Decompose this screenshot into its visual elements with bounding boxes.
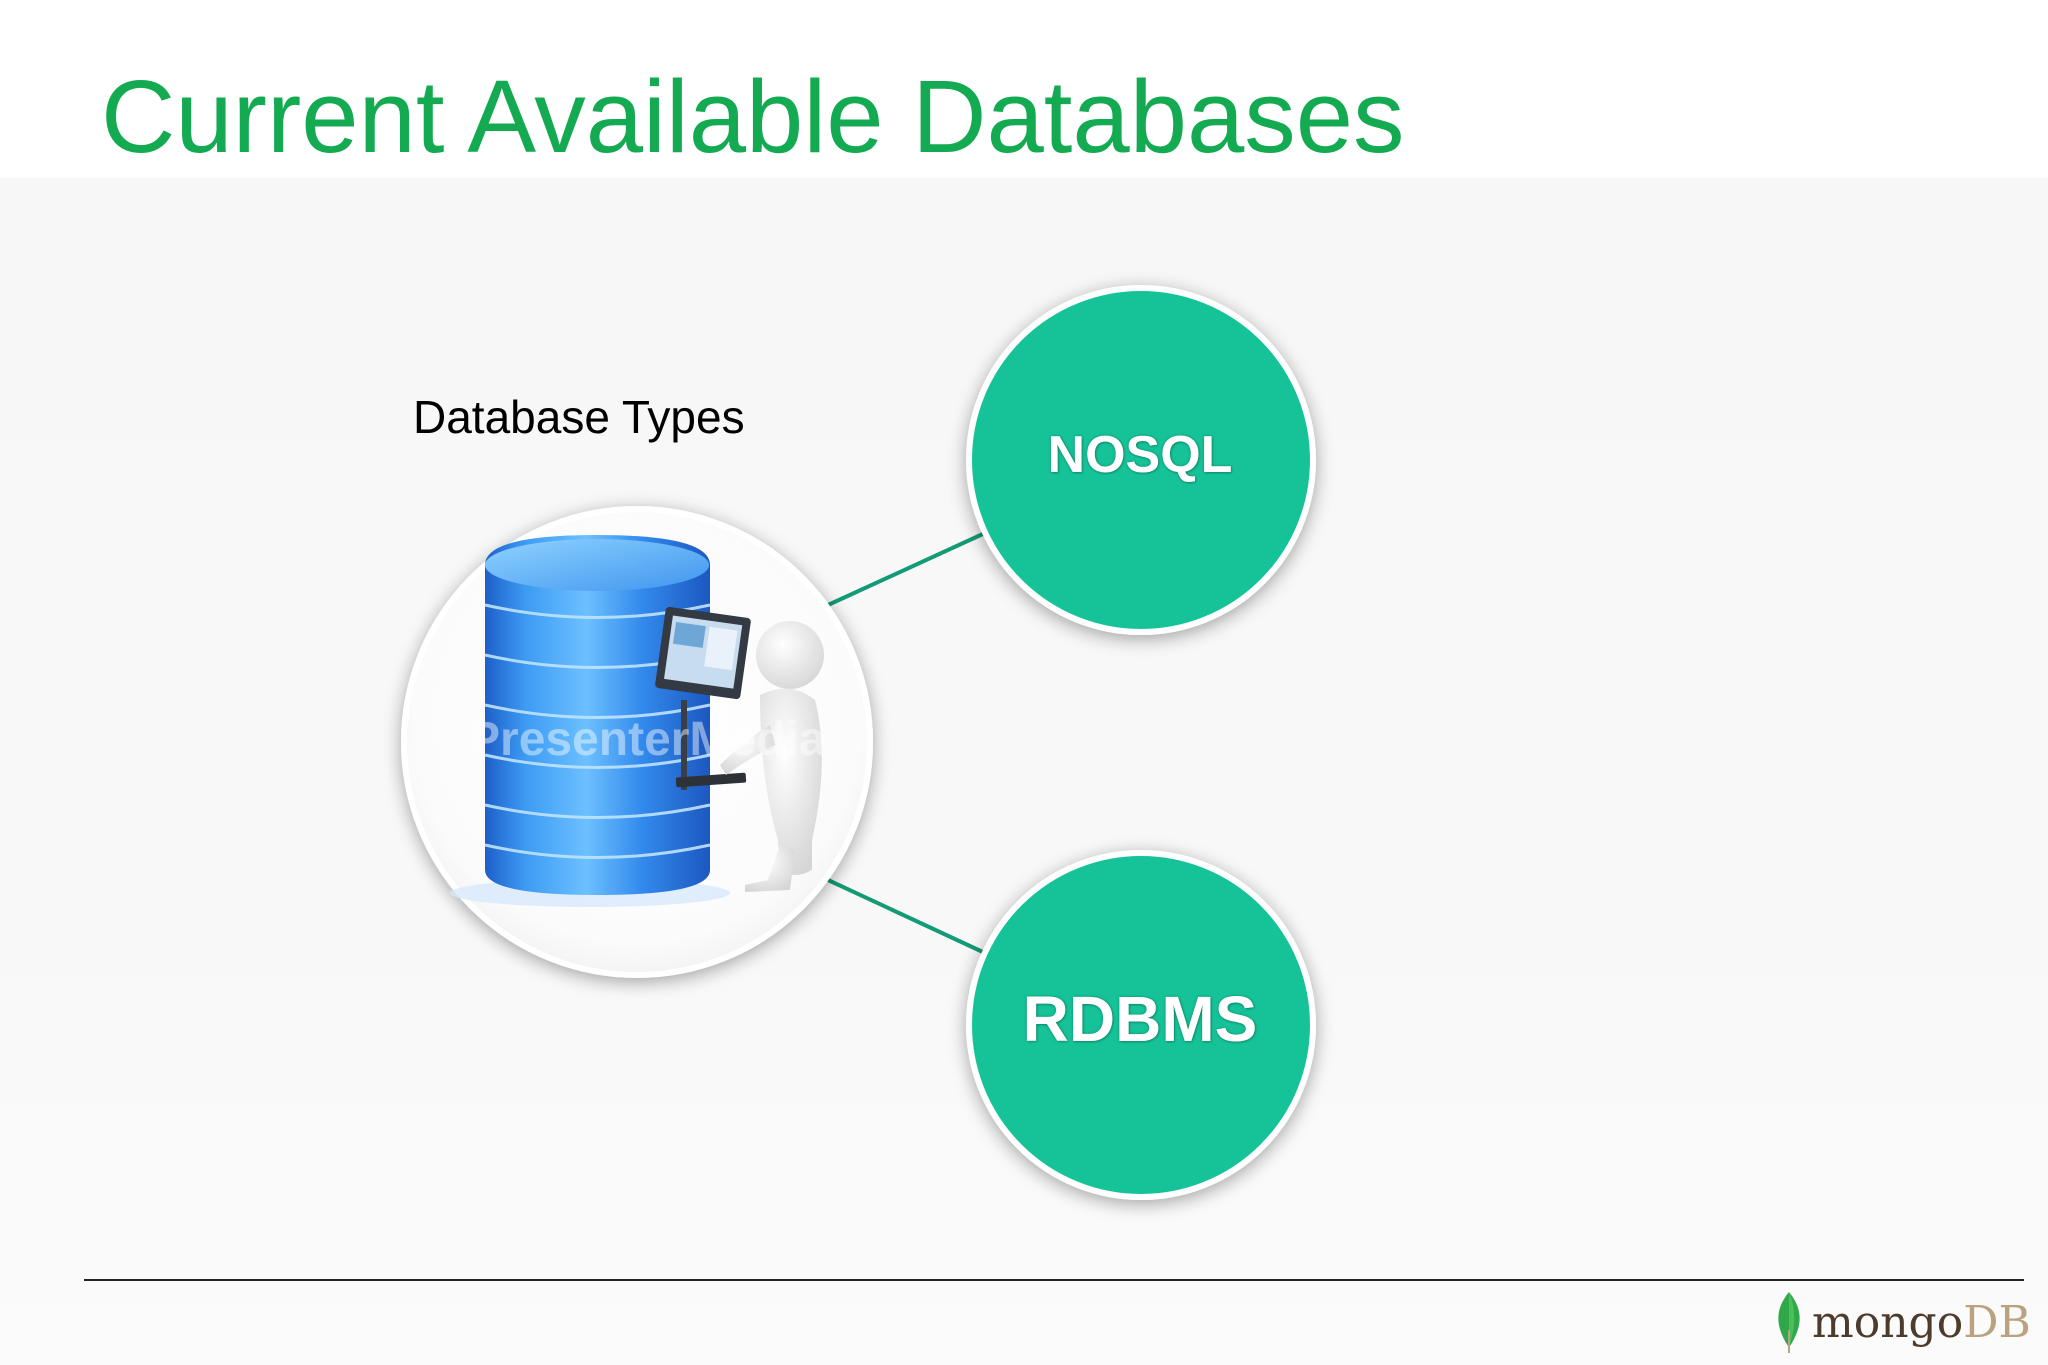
watermark-text: PresenterMedia <box>468 713 826 766</box>
connector-line-nosql <box>827 531 986 607</box>
person-figure-icon <box>720 621 824 892</box>
mongodb-wordmark: mongoDB <box>1812 1297 2031 1348</box>
database-server-icon <box>450 535 730 907</box>
node-label-rdbms: RDBMS <box>1022 983 1258 1055</box>
node-circle-rdbms <box>966 850 1316 1200</box>
node-label-nosql: NOSQL <box>1047 426 1233 484</box>
mongodb-leaf-icon <box>1778 1292 1800 1353</box>
mongodb-logo: mongoDB <box>1772 1287 2031 1357</box>
mongodb-wordmark-mongo: mongo <box>1812 1296 1964 1348</box>
node-circle-nosql <box>966 285 1316 635</box>
slide-title: Current Available Databases <box>101 59 1405 174</box>
database-types-label: Database Types <box>413 391 745 443</box>
monitor-icon <box>655 606 751 790</box>
connector-line-rdbms <box>827 878 986 955</box>
mongodb-wordmark-db: DB <box>1963 1296 2031 1348</box>
footer-divider <box>84 1279 2024 1281</box>
